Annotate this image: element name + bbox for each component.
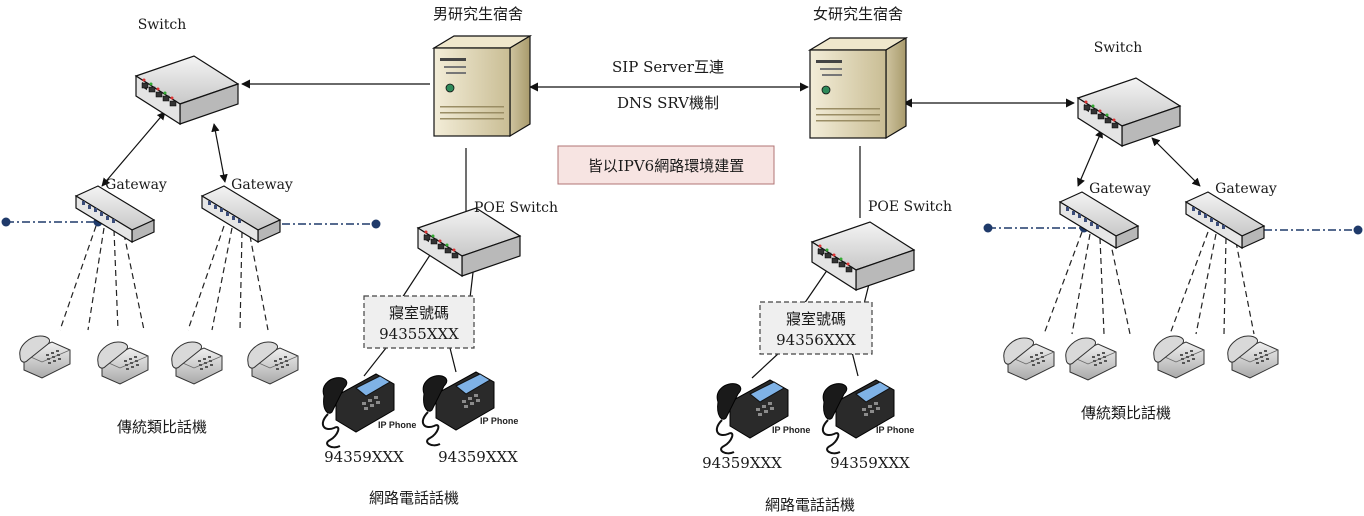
right-gateway-1	[1059, 191, 1139, 249]
ip-phone-brand: IP Phone	[480, 416, 518, 426]
ip-phone-icon	[321, 373, 395, 449]
male-room-number: 94355XXX	[379, 325, 459, 343]
ip-phone-number: 94359XXX	[830, 454, 910, 472]
left-switch-label: Switch	[138, 17, 187, 33]
ip-phone-number: 94359XXX	[324, 448, 404, 466]
ip-phones-caption-left: 網路電話話機	[369, 489, 459, 507]
links	[1, 79, 1363, 379]
analog-phones-caption-left: 傳統類比話機	[117, 418, 207, 436]
right-gateway-1-label: Gateway	[1089, 181, 1151, 197]
analog-phone-icon	[1153, 335, 1205, 379]
ip-phone-brand: IP Phone	[378, 420, 416, 430]
left-gateway-2	[201, 185, 281, 243]
male-dorm-title: 男研究生宿舍	[433, 5, 523, 23]
left-gateway-2-label: Gateway	[231, 177, 293, 193]
analog-phone-icon	[19, 335, 71, 379]
female-room-number: 94356XXX	[776, 331, 856, 349]
analog-phone-icon	[171, 341, 223, 385]
female-room-label: 寢室號碼	[786, 310, 846, 328]
right-gateway-2-label: Gateway	[1215, 181, 1277, 197]
left-switch	[135, 55, 239, 125]
dns-srv-label: DNS SRV機制	[617, 94, 719, 112]
analog-phone-icon	[247, 341, 299, 385]
right-poe-switch	[811, 221, 915, 291]
ip-phones-caption-right: 網路電話話機	[765, 496, 855, 514]
ipv6-note: 皆以IPV6網路環境建置	[588, 157, 744, 175]
analog-phone-icon	[1227, 335, 1279, 379]
female-room-box	[759, 301, 873, 355]
right-poe-switch-label: POE Switch	[868, 199, 952, 215]
right-switch	[1077, 77, 1181, 147]
female-dorm-title: 女研究生宿舍	[813, 5, 903, 23]
analog-phones-caption-right: 傳統類比話機	[1081, 404, 1171, 422]
right-gateway-2	[1185, 191, 1265, 249]
left-poe-switch	[417, 207, 521, 277]
left-gateway-1	[75, 185, 155, 243]
ip-phone-number: 94359XXX	[438, 448, 518, 466]
right-switch-label: Switch	[1094, 40, 1143, 56]
analog-phone-icon	[1003, 337, 1055, 381]
male-room-box	[363, 295, 475, 349]
male-room-label: 寢室號碼	[389, 304, 449, 322]
male-dorm-server	[433, 35, 531, 137]
ip-phone-number: 94359XXX	[702, 454, 782, 472]
left-gateway-1-label: Gateway	[105, 177, 167, 193]
left-poe-switch-label: POE Switch	[474, 200, 558, 216]
analog-phone-icon	[97, 341, 149, 385]
female-dorm-server	[809, 37, 907, 139]
ip-phone-icon	[821, 379, 895, 455]
sip-server-label: SIP Server互連	[612, 58, 724, 76]
analog-phone-icon	[1065, 337, 1117, 381]
ip-phone-brand: IP Phone	[772, 425, 810, 435]
ip-phone-icon	[715, 379, 789, 455]
ip-phone-icon	[421, 371, 495, 447]
ipv6-note-box	[557, 145, 775, 185]
ip-phone-brand: IP Phone	[876, 425, 914, 435]
